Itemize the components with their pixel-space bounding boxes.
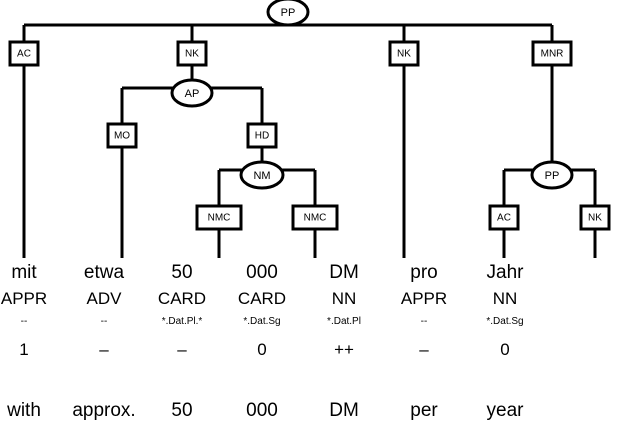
box-node-nk-ap[interactable]: NK [176, 40, 208, 67]
box-node-nk-dm[interactable]: NK [388, 40, 420, 67]
ellipse-node-pp2[interactable]: PP [530, 160, 574, 190]
box-node-nk-jahr-label: NK [588, 213, 602, 224]
box-node-hd-label: HD [255, 131, 269, 142]
pos-tag: ADV [86, 289, 122, 308]
box-node-ac-left-label: AC [17, 49, 31, 60]
ellipse-node-ap[interactable]: AP [170, 78, 214, 108]
morph-feature: -- [420, 316, 428, 327]
word-token: mit [11, 262, 37, 283]
box-node-ac-left[interactable]: AC [8, 40, 40, 67]
box-node-nmc-right[interactable]: NMC [291, 204, 339, 231]
pos-tag: APPR [400, 289, 448, 308]
gloss-token: with [7, 400, 41, 421]
annotation-value: ++ [334, 340, 354, 359]
gloss-token: 000 [246, 400, 278, 421]
morph-feature: *.Dat.Sg [486, 316, 524, 327]
box-node-ac-right-label: AC [497, 213, 511, 224]
pos-tag: NN [492, 289, 518, 308]
box-node-nmc-right-label: NMC [304, 213, 327, 224]
box-node-hd[interactable]: HD [246, 122, 278, 149]
ellipse-node-ap-label: AP [185, 88, 200, 100]
box-node-nmc-left-label: NMC [208, 213, 231, 224]
word-token: pro [410, 262, 438, 283]
annotation-value: – [419, 340, 429, 359]
annotation-value: 1 [19, 340, 29, 359]
box-node-nk-dm-label: NK [397, 49, 411, 60]
pos-tag: CARD [157, 289, 207, 308]
box-node-nk-ap-label: NK [185, 49, 199, 60]
annotation-value: – [177, 340, 187, 359]
morph-feature: *.Dat.Sg [243, 316, 281, 327]
morph-feature: *.Dat.Pl [327, 316, 361, 327]
ellipse-node-root-pp[interactable]: PP [266, 0, 310, 27]
ellipse-node-nm[interactable]: NM [239, 160, 285, 190]
pos-tag: NN [331, 289, 357, 308]
level2-edges [22, 65, 554, 258]
gloss-token: DM [329, 400, 359, 421]
word-token: 000 [246, 262, 278, 283]
morph-feature: -- [20, 316, 28, 327]
pos-tag: APPR [0, 289, 48, 308]
annotation-value: 0 [500, 340, 510, 359]
word-token: etwa [83, 262, 125, 283]
annotation-value: 0 [257, 340, 267, 359]
gloss-token: year [486, 400, 524, 421]
pos-tag: CARD [237, 289, 287, 308]
morph-feature: -- [100, 316, 108, 327]
gloss-token: per [410, 400, 438, 421]
word-token: Jahr [486, 262, 524, 283]
box-node-nk-jahr[interactable]: NK [579, 204, 611, 231]
annotation-value: – [99, 340, 109, 359]
ellipse-node-pp2-label: PP [545, 170, 560, 182]
ellipse-node-nm-label: NM [253, 170, 270, 182]
box-node-ac-right[interactable]: AC [488, 204, 520, 231]
box-node-mnr[interactable]: MNR [531, 40, 573, 67]
word-token: DM [329, 262, 359, 283]
box-node-mo-label: MO [114, 131, 130, 142]
word-token: 50 [171, 262, 193, 283]
gloss-token: 50 [171, 400, 193, 421]
box-node-mnr-label: MNR [541, 49, 564, 60]
ellipse-node-root-pp-label: PP [281, 7, 296, 19]
gloss-token: approx. [72, 400, 136, 421]
box-node-mo[interactable]: MO [106, 122, 138, 149]
morph-feature: *.Dat.Pl.* [161, 316, 203, 327]
box-node-nmc-left[interactable]: NMC [195, 204, 243, 231]
